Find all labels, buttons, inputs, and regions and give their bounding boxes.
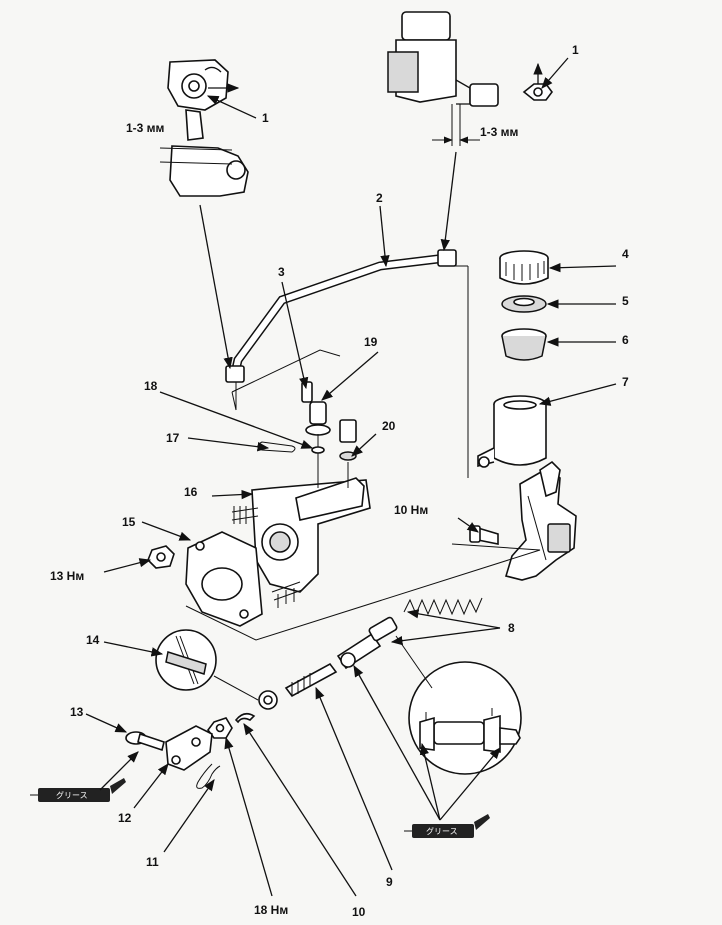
grease-tube-icon: グリース bbox=[404, 814, 490, 838]
label-20: 20 bbox=[382, 419, 396, 433]
label-1-right: 1 bbox=[572, 43, 579, 57]
label-18: 18 bbox=[144, 379, 158, 393]
guide-arrow-right bbox=[440, 151, 457, 252]
label-4: 4 bbox=[622, 247, 629, 261]
mounting-plane bbox=[185, 543, 541, 641]
gasket-plate bbox=[147, 531, 263, 627]
label-13: 13 bbox=[70, 705, 84, 719]
label-12: 12 bbox=[118, 811, 132, 825]
label-8: 8 bbox=[508, 621, 515, 635]
clutch-pedal-bracket bbox=[469, 460, 577, 581]
detail-circle-piston bbox=[395, 635, 522, 775]
label-16: 16 bbox=[184, 485, 198, 499]
label-gap-right: 1-3 мм bbox=[480, 125, 519, 139]
label-3: 3 bbox=[278, 265, 285, 279]
master-cylinder bbox=[231, 381, 371, 608]
label-15: 15 bbox=[122, 515, 136, 529]
label-gap-left: 1-3 мм bbox=[126, 121, 165, 135]
reservoir-parts bbox=[477, 250, 549, 468]
label-torque-10: 10 Нм bbox=[394, 503, 428, 517]
label-torque-18: 18 Нм bbox=[254, 903, 288, 917]
label-7: 7 bbox=[622, 375, 629, 389]
label-torque-13: 13 Нм bbox=[50, 569, 84, 583]
label-19: 19 bbox=[364, 335, 378, 349]
label-10: 10 bbox=[352, 905, 366, 919]
label-9: 9 bbox=[386, 875, 393, 889]
grease-label-left: グリース bbox=[56, 790, 88, 800]
guide-arrow-left bbox=[199, 204, 233, 370]
leader-lines bbox=[85, 57, 617, 897]
label-6: 6 bbox=[622, 333, 629, 347]
pedal-pivot-detail bbox=[159, 59, 249, 197]
reservoir-switch-detail bbox=[387, 11, 553, 146]
label-11: 11 bbox=[146, 855, 159, 869]
label-1-left: 1 bbox=[262, 111, 269, 125]
label-5: 5 bbox=[622, 294, 629, 308]
grease-tube-icon: グリース bbox=[30, 778, 126, 802]
label-17: 17 bbox=[166, 431, 180, 445]
grease-label-right: グリース bbox=[426, 826, 458, 836]
label-2: 2 bbox=[376, 191, 383, 205]
label-14: 14 bbox=[86, 633, 100, 647]
clutch-pipe bbox=[225, 249, 469, 478]
detail-circle-washer bbox=[155, 629, 259, 701]
